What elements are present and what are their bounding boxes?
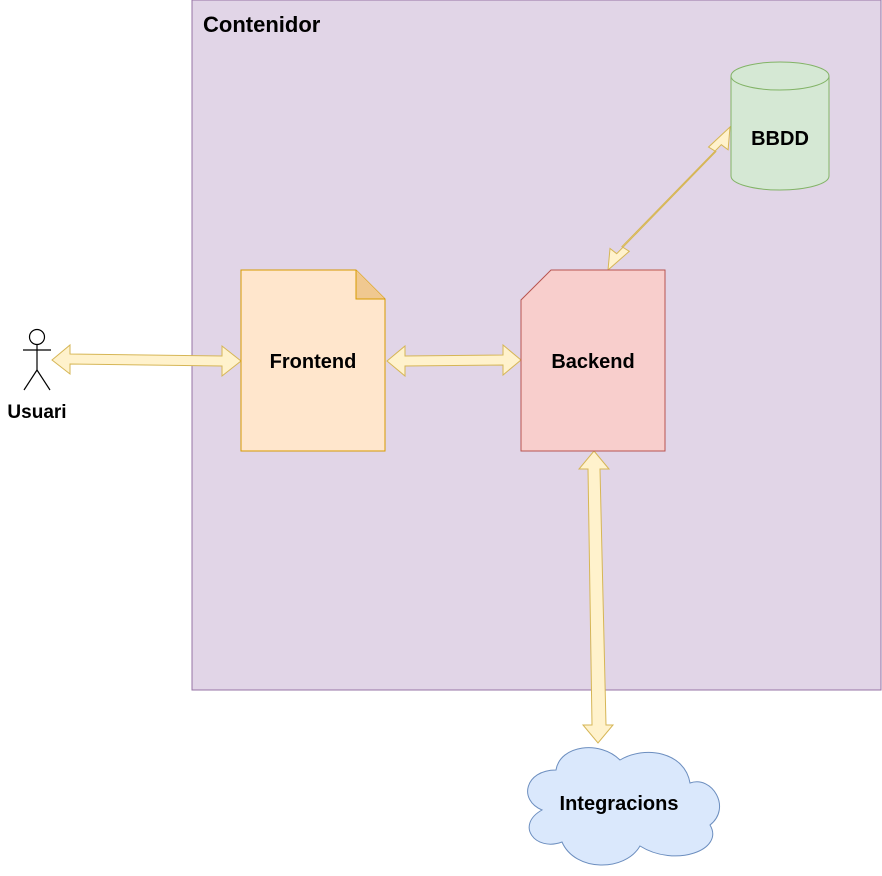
database-label: BBDD bbox=[751, 128, 809, 150]
backend-label: Backend bbox=[551, 351, 634, 373]
arrow-backend-integrations[interactable] bbox=[577, 450, 615, 744]
backend-node[interactable]: Backend bbox=[520, 269, 666, 452]
database-node[interactable]: BBDD bbox=[730, 61, 830, 191]
frontend-label: Frontend bbox=[270, 351, 357, 373]
user-actor-icon[interactable] bbox=[23, 328, 51, 391]
integrations-node[interactable]: Integracions bbox=[527, 747, 721, 866]
container-title: Contenidor bbox=[203, 12, 321, 37]
user-label: Usuari bbox=[7, 402, 66, 423]
integrations-label: Integracions bbox=[560, 793, 679, 815]
arrow-backend-db[interactable] bbox=[607, 125, 731, 272]
frontend-node[interactable]: Frontend bbox=[240, 269, 386, 452]
